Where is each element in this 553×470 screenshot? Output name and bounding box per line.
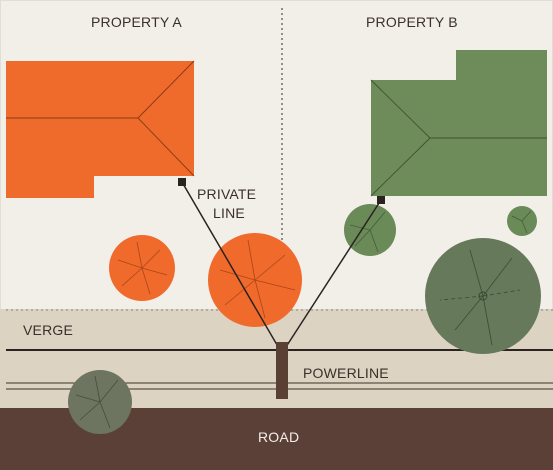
label-verge: VERGE <box>23 322 73 338</box>
tree-green-small <box>344 204 396 256</box>
label-powerline: POWERLINE <box>303 365 389 381</box>
property-b-roof <box>371 50 547 196</box>
connection-point-a <box>178 178 186 186</box>
power-pole <box>276 342 288 399</box>
property-a-house <box>6 60 195 198</box>
label-property-a: PROPERTY A <box>91 14 182 30</box>
property-a-roof-hip <box>137 117 195 177</box>
connection-point-b <box>377 196 385 204</box>
tree-orange-small <box>109 235 175 301</box>
private-line-a <box>181 181 281 351</box>
tree-orange-large <box>208 233 302 327</box>
label-property-b: PROPERTY B <box>366 14 458 30</box>
property-b-house <box>370 50 547 197</box>
label-private-line-2: LINE <box>213 205 245 221</box>
tree-green-large <box>425 238 541 354</box>
label-private-line-1: PRIVATE <box>197 186 256 202</box>
label-road: ROAD <box>258 429 299 445</box>
tree-green-tiny <box>507 206 537 236</box>
tree-verge-dark <box>68 370 132 434</box>
private-line-b <box>283 199 382 351</box>
property-a-roof <box>6 61 194 198</box>
property-b-roof-hip <box>370 137 431 197</box>
